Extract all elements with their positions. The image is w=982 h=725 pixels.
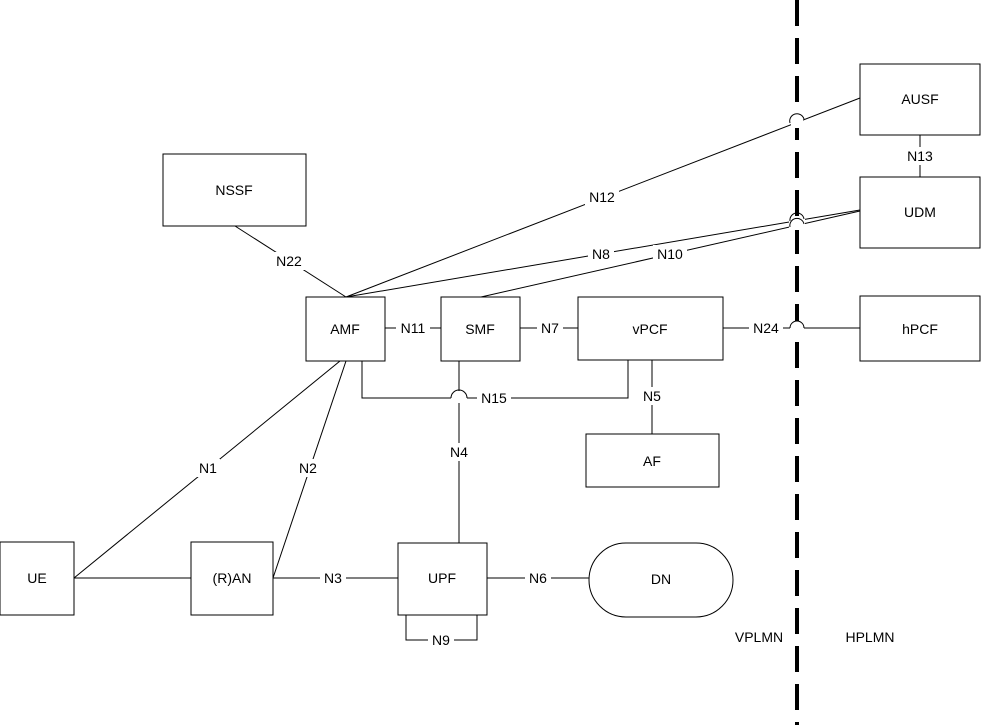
hop-n8-over-boundary	[789, 212, 805, 222]
svg-text:N5: N5	[643, 388, 661, 404]
svg-text:N6: N6	[529, 570, 547, 586]
node-upf-label: UPF	[428, 570, 456, 586]
node-upf: UPF	[397, 542, 488, 616]
label-n3: N3	[320, 569, 346, 587]
label-n6: N6	[525, 569, 551, 587]
svg-text:N7: N7	[541, 320, 559, 336]
node-dn: DN	[588, 542, 734, 618]
label-n4: N4	[447, 443, 471, 461]
node-vpcf-label: vPCF	[633, 321, 668, 337]
label-n5: N5	[640, 387, 664, 405]
node-amf-label: AMF	[330, 321, 360, 337]
hop-n24-over-boundary	[789, 320, 805, 329]
hop-n15-over-n4	[450, 389, 468, 399]
svg-text:N22: N22	[276, 253, 302, 269]
node-smf: SMF	[440, 296, 521, 362]
label-n8: N8	[588, 245, 614, 263]
hop-n12-over-boundary	[789, 113, 805, 124]
label-n13: N13	[903, 147, 937, 165]
hop-gap-n8-n10	[789, 218, 805, 230]
node-dn-label: DN	[651, 571, 671, 587]
label-n2: N2	[296, 459, 320, 477]
node-nssf: NSSF	[162, 153, 307, 227]
node-nssf-label: NSSF	[215, 182, 252, 198]
node-hpcf-label: hPCF	[902, 321, 938, 337]
label-n12: N12	[585, 188, 619, 206]
node-ausf-label: AUSF	[901, 91, 938, 107]
node-vpcf: vPCF	[577, 296, 724, 361]
label-n1: N1	[196, 459, 220, 477]
svg-text:N13: N13	[907, 148, 933, 164]
node-ausf: AUSF	[859, 63, 981, 136]
node-af: AF	[585, 433, 720, 488]
label-n11: N11	[396, 319, 430, 337]
node-ue: UE	[0, 541, 75, 616]
node-amf: AMF	[305, 296, 386, 362]
node-hpcf: hPCF	[859, 295, 981, 362]
svg-text:N12: N12	[589, 189, 615, 205]
node-af-label: AF	[643, 453, 661, 469]
node-ran-label: (R)AN	[213, 570, 252, 586]
node-udm-label: UDM	[904, 204, 936, 220]
svg-text:N8: N8	[592, 246, 610, 262]
node-smf-label: SMF	[465, 321, 495, 337]
node-ran: (R)AN	[190, 541, 274, 616]
svg-text:N10: N10	[657, 246, 683, 262]
svg-text:N11: N11	[401, 320, 426, 336]
svg-text:N3: N3	[324, 570, 342, 586]
svg-text:N24: N24	[753, 320, 779, 336]
hop-n10-over-boundary	[789, 217, 805, 228]
label-n24: N24	[749, 319, 783, 337]
region-hplmn-label: HPLMN	[845, 629, 894, 645]
svg-text:N4: N4	[450, 444, 468, 460]
svg-text:N9: N9	[432, 632, 450, 648]
svg-text:N1: N1	[199, 460, 217, 476]
label-n22: N22	[272, 252, 306, 270]
label-n15: N15	[477, 389, 511, 407]
node-udm: UDM	[859, 176, 981, 249]
label-n10: N10	[653, 245, 687, 263]
hop-gap-n24	[790, 321, 804, 333]
svg-text:N2: N2	[299, 460, 317, 476]
node-ue-label: UE	[27, 570, 46, 586]
hop-gap-n15	[451, 391, 467, 403]
label-n7: N7	[537, 319, 563, 337]
svg-text:N15: N15	[481, 390, 507, 406]
label-n9: N9	[428, 631, 454, 649]
region-vplmn-label: VPLMN	[735, 629, 783, 645]
hop-gap-n12	[791, 114, 803, 128]
